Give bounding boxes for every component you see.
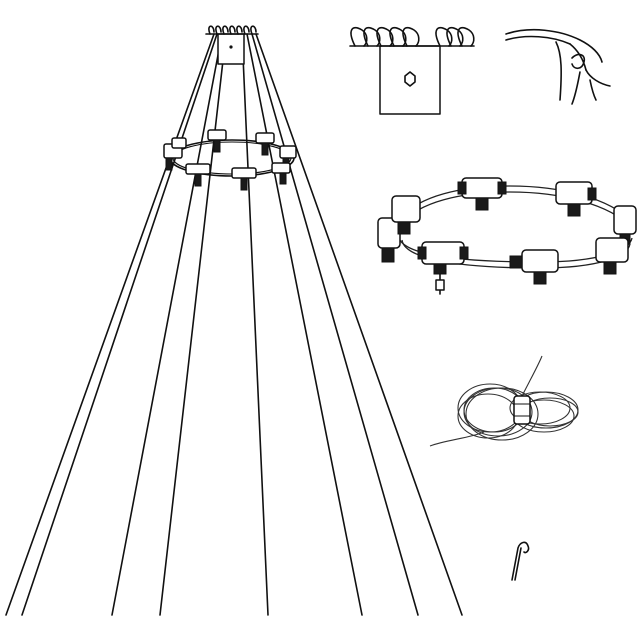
ring-connector xyxy=(377,217,401,263)
ring-connector xyxy=(391,195,421,235)
tree-ring-connector xyxy=(171,137,187,149)
tree-connector-ring xyxy=(163,129,297,191)
tree-ring-connector xyxy=(185,163,211,187)
top-bracket-with-hooks xyxy=(349,26,475,115)
connector-ring xyxy=(377,177,637,295)
coiled-extension-cable xyxy=(429,355,579,447)
ring-connector xyxy=(595,237,629,275)
tree-top-bracket xyxy=(205,25,259,65)
tree-ring-connector xyxy=(231,167,257,191)
ring-connector xyxy=(555,181,597,217)
light-tree-overview xyxy=(5,25,463,616)
ground-peg xyxy=(511,541,530,581)
ring-connector xyxy=(457,177,507,211)
ring-connector xyxy=(417,241,469,295)
cable-hook-detail xyxy=(505,28,611,105)
tree-ring-connector xyxy=(255,132,275,156)
bolt-icon xyxy=(404,71,416,87)
tree-ring-connector xyxy=(207,129,227,153)
tree-ring-connector xyxy=(271,162,291,185)
ring-connector xyxy=(509,249,559,285)
light-strands xyxy=(5,33,463,616)
